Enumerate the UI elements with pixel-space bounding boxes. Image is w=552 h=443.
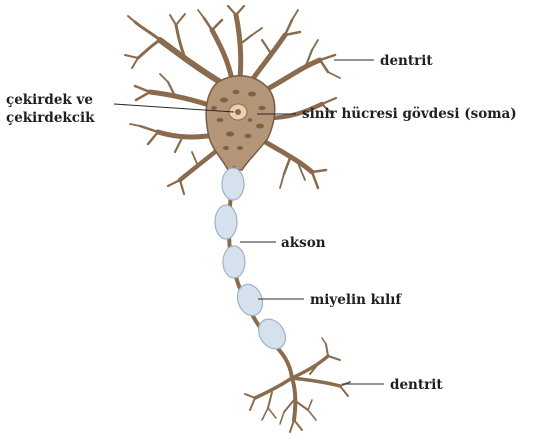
- nucleolus: [235, 109, 241, 115]
- label-dendrite-bottom: dentrit: [390, 377, 443, 393]
- soma: [206, 76, 275, 170]
- label-nucleus-line1: çekirdek ve: [6, 92, 93, 108]
- label-axon: akson: [281, 235, 326, 251]
- label-dendrite-top: dentrit: [380, 53, 433, 69]
- myelin-sheath: [215, 168, 291, 354]
- label-nucleus-line2: çekirdekcik: [6, 110, 95, 126]
- axon-terminals: [245, 338, 350, 432]
- label-myelin: miyelin kılıf: [310, 292, 402, 308]
- label-soma: sinir hücresi gövdesi (soma): [302, 106, 517, 122]
